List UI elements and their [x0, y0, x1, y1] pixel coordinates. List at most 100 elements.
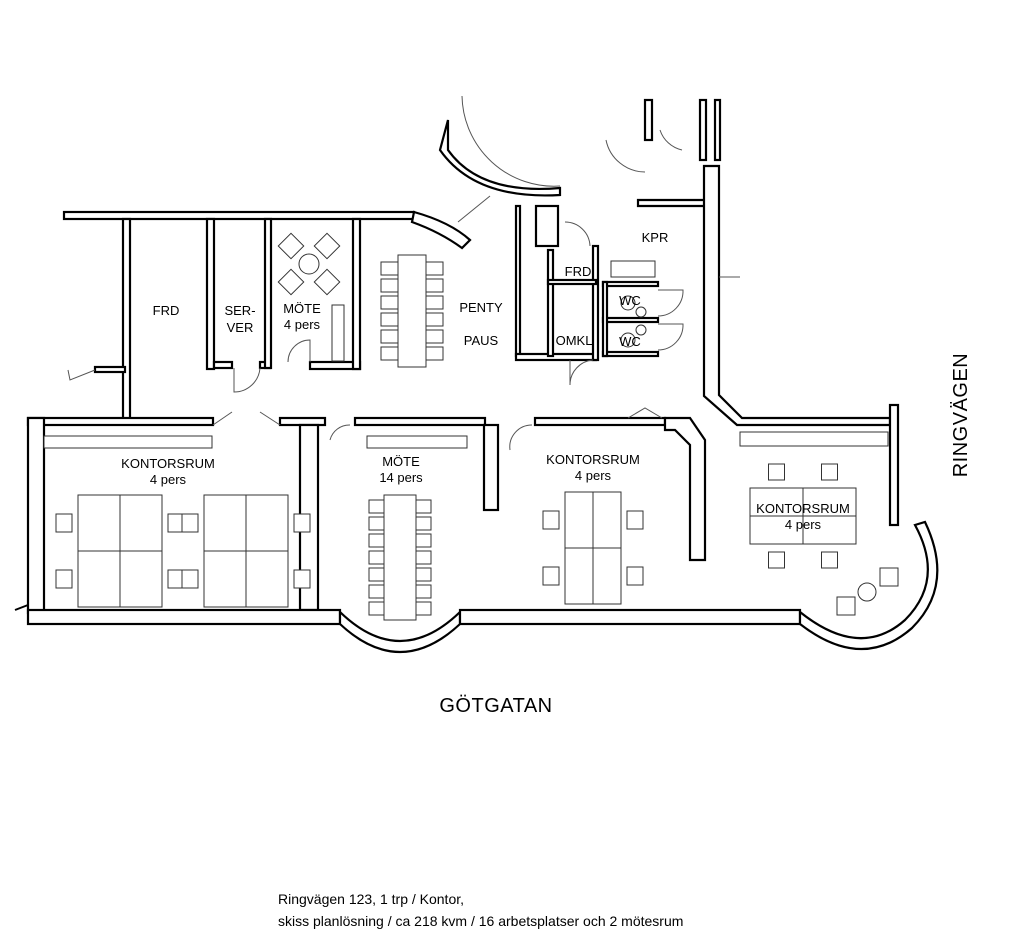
room-label-frd: FRD [153, 303, 180, 318]
wall [351, 217, 362, 371]
door [657, 289, 684, 317]
wall-east [702, 164, 892, 427]
wall [93, 365, 127, 374]
chair [55, 569, 73, 589]
wall [643, 98, 654, 142]
chair [368, 601, 385, 616]
wall [546, 248, 555, 358]
armchair [277, 232, 305, 260]
room-capacity: 4 pers [150, 472, 187, 487]
chair [425, 278, 444, 293]
desk [564, 547, 594, 605]
chair [55, 513, 73, 533]
chair [380, 346, 399, 361]
double-door [212, 411, 281, 426]
chair [626, 510, 644, 530]
wall [514, 352, 598, 362]
chair [425, 346, 444, 361]
chair [415, 516, 432, 531]
chair [768, 463, 785, 481]
walls [14, 95, 939, 653]
door [569, 359, 594, 386]
room-label-kontorsrum: KONTORSRUM [121, 456, 215, 471]
wall [14, 604, 29, 611]
wall-west [26, 416, 46, 615]
room-label-server: VER [227, 320, 254, 335]
chair [415, 550, 432, 565]
chair [368, 533, 385, 548]
wall [698, 98, 708, 162]
wall [533, 416, 667, 427]
chair [425, 329, 444, 344]
desk [77, 550, 121, 608]
door [287, 339, 311, 363]
shelf [43, 435, 213, 449]
wall [601, 280, 609, 358]
wall [601, 316, 660, 324]
chair [626, 566, 644, 586]
wall [263, 217, 273, 370]
wall [601, 350, 660, 358]
room-label-server: SER- [224, 303, 255, 318]
toilet [620, 295, 636, 311]
wall [663, 416, 707, 562]
chair [368, 550, 385, 565]
door [67, 369, 96, 381]
door [605, 139, 646, 173]
shelf [366, 435, 468, 449]
desk [802, 515, 857, 545]
room-capacity: 4 pers [284, 317, 321, 332]
desk [592, 491, 622, 549]
desk [592, 547, 622, 605]
door [659, 129, 683, 151]
double-door [627, 407, 663, 419]
armchair [879, 567, 899, 587]
door [509, 424, 533, 451]
room-label-frd: FRD [565, 264, 592, 279]
desk [245, 494, 289, 552]
chair [380, 278, 399, 293]
wall [353, 416, 487, 427]
chair [415, 601, 432, 616]
room-label-penty: PENTY [459, 300, 503, 315]
room-label-mote: MÖTE [382, 454, 420, 469]
bay-window [798, 520, 939, 651]
street-label-south: GÖTGATAN [439, 695, 552, 717]
sink [635, 324, 647, 336]
chair [380, 329, 399, 344]
round-table [857, 582, 877, 602]
armchair [313, 232, 341, 260]
chair [380, 312, 399, 327]
chair [542, 566, 560, 586]
chair [380, 261, 399, 276]
room-label-kpr: KPR [642, 230, 669, 245]
room-label-wc: WC [619, 334, 641, 349]
desk [203, 550, 247, 608]
chair [768, 551, 785, 569]
room-label-omkl: OMKL [556, 333, 593, 348]
wall-south [458, 608, 802, 626]
window [457, 195, 491, 223]
room-label-paus: PAUS [464, 333, 499, 348]
wall [438, 119, 562, 197]
chair [425, 295, 444, 310]
chair [293, 513, 311, 533]
caption-line-2: skiss planlösning / ca 218 kvm / 16 arbe… [278, 913, 684, 929]
wall [636, 198, 707, 208]
doors [67, 129, 684, 451]
door [564, 221, 591, 247]
wall [26, 416, 215, 427]
room-label-wc: WC [619, 293, 641, 308]
chair [368, 499, 385, 514]
wall [546, 278, 598, 286]
wall [121, 217, 132, 421]
chair [425, 261, 444, 276]
wall [514, 204, 522, 358]
chair [380, 295, 399, 310]
room-label-kontorsrum: KONTORSRUM [546, 452, 640, 467]
chair [415, 499, 432, 514]
shelf [331, 304, 345, 362]
wall [205, 217, 216, 371]
coat-rack [610, 260, 656, 278]
